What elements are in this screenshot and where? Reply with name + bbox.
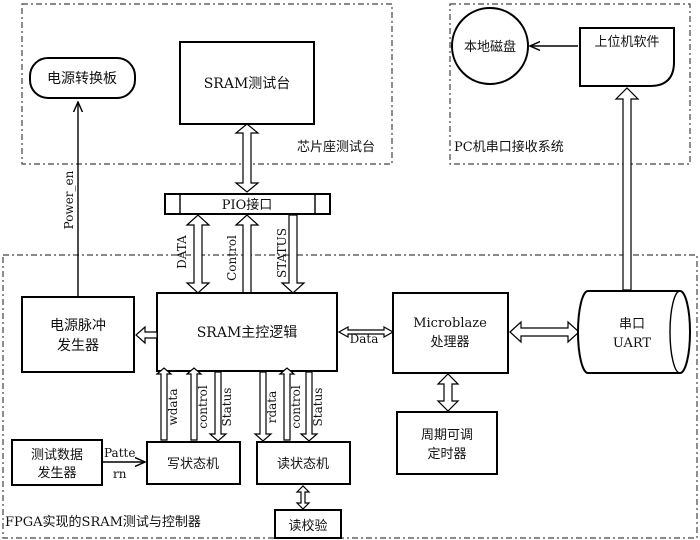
- write-fsm-block: [146, 441, 241, 485]
- chip-socket-region-label: 芯片座测试台: [297, 140, 375, 155]
- master-microblaze-data-arrow: [337, 325, 395, 339]
- data-link-label: Data: [350, 332, 379, 346]
- host-software-block: [579, 27, 675, 87]
- chip-socket-region: [21, 3, 393, 165]
- pc-system-region: [449, 3, 691, 165]
- read-check-block: [274, 509, 342, 539]
- write-status-label: Status: [220, 388, 234, 427]
- sram-test-block: [179, 41, 315, 125]
- test-data-generator-block: [11, 439, 103, 486]
- pc-system-region-label: PC机串口接收系统: [454, 139, 564, 155]
- data-bus-arrow: [185, 214, 211, 294]
- read-fsm-label: 读状态机: [277, 457, 329, 472]
- pio-interface-block: [164, 193, 331, 215]
- timer-block: [396, 411, 498, 475]
- read-check-label: 读校验: [288, 518, 327, 534]
- microblaze-label-1: Microblaze: [413, 316, 487, 331]
- write-control-label: control: [196, 385, 210, 428]
- timer-label-2: 定时器: [427, 447, 466, 462]
- read-fsm-check-arrow: [295, 485, 311, 510]
- power-pulse-generator-block: [21, 296, 135, 373]
- test-data-generator-label-1: 测试数据: [31, 448, 83, 463]
- read-control-label: control: [289, 385, 303, 428]
- read-status-arrow: [299, 371, 319, 442]
- uart-label-2: UART: [613, 336, 652, 351]
- sram-master-logic-block: [156, 292, 338, 372]
- sram-test-pio-arrow: [234, 123, 260, 193]
- timer-label-1: 周期可调: [421, 428, 473, 443]
- read-fsm-block: [256, 441, 351, 485]
- control-bus-arrow: [234, 214, 260, 294]
- fpga-region-label: FPGA实现的SRAM测试与控制器: [5, 514, 201, 530]
- read-status-label: Status: [311, 388, 325, 427]
- wdata-label: wdata: [166, 388, 180, 425]
- rdata-label: rdata: [265, 391, 279, 424]
- uart-label-1: 串口: [619, 317, 645, 332]
- microblaze-label-2: 处理器: [430, 335, 469, 350]
- local-disk-block: [451, 7, 529, 85]
- power-pulse-label-2: 发生器: [57, 338, 99, 354]
- power-en-label: Power_en: [62, 170, 76, 229]
- wdata-arrow: [155, 367, 173, 441]
- host-software-label: 上位机软件: [594, 35, 659, 50]
- control-bus-label: Control: [225, 235, 239, 281]
- pattern-label-2: rn: [113, 467, 127, 481]
- write-fsm-label: 写状态机: [167, 457, 219, 472]
- pattern-label-1: Patte: [104, 446, 135, 460]
- power-board-block: [29, 57, 136, 99]
- sram-test-label: SRAM测试台: [204, 76, 291, 92]
- pio-interface-label: PIO接口: [222, 197, 273, 213]
- status-bus-label: STATUS: [275, 228, 289, 278]
- master-to-pulse-arrow: [135, 325, 158, 345]
- status-bus-arrow: [280, 214, 306, 294]
- power-pulse-label-1: 电源脉冲: [50, 318, 106, 334]
- local-disk-label: 本地磁盘: [464, 39, 516, 55]
- uart-host-arrow: [614, 87, 640, 291]
- power-board-label: 电源转换板: [47, 70, 117, 87]
- microblaze-uart-arrow: [509, 320, 580, 344]
- uart-block-rim: [669, 290, 681, 374]
- rdata-arrow: [253, 371, 273, 442]
- test-data-generator-label-2: 发生器: [37, 465, 76, 481]
- microblaze-timer-arrow: [436, 373, 460, 412]
- write-status-arrow: [208, 371, 228, 442]
- read-control-arrow: [278, 367, 296, 441]
- data-bus-label: DATA: [175, 235, 189, 269]
- write-control-arrow: [185, 367, 203, 441]
- microblaze-processor-block: [392, 292, 509, 374]
- fpga-region: [2, 254, 698, 539]
- sram-master-logic-label: SRAM主控逻辑: [197, 325, 298, 341]
